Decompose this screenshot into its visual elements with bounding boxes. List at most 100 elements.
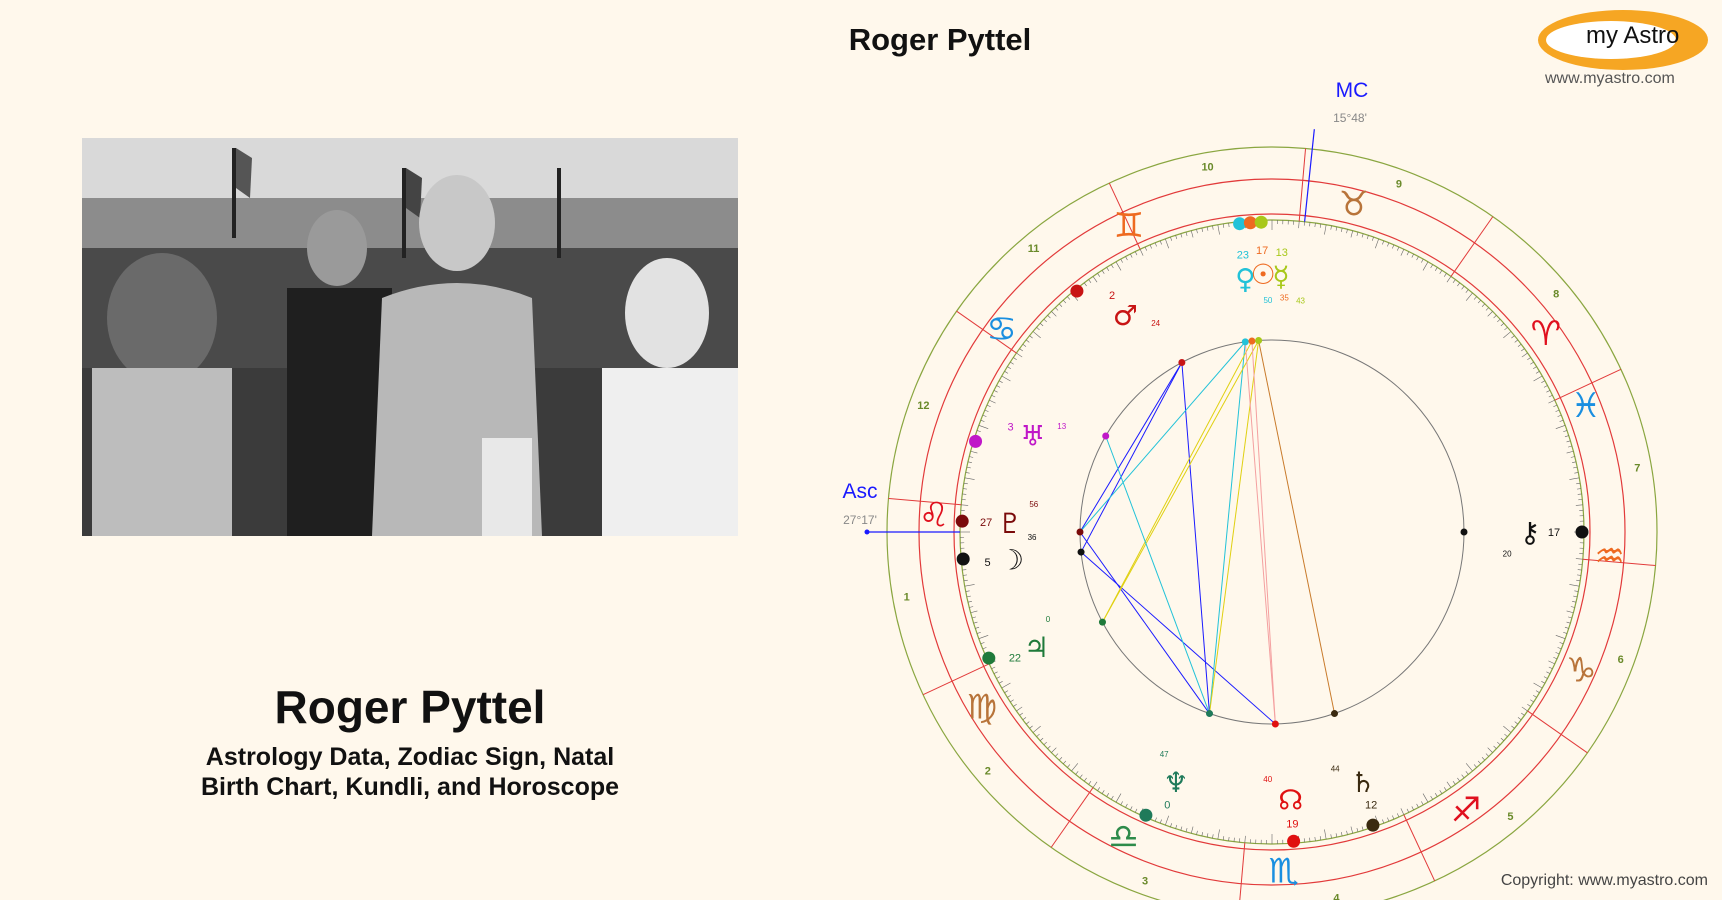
house-cusp-line bbox=[1554, 368, 1622, 401]
degree-tick bbox=[1010, 361, 1014, 365]
degree-tick bbox=[1416, 256, 1419, 261]
degree-tick bbox=[1106, 793, 1110, 797]
degree-tick bbox=[1411, 806, 1414, 811]
degree-tick bbox=[1569, 584, 1580, 587]
degree-tick bbox=[991, 666, 996, 670]
aspect-line bbox=[1080, 362, 1183, 553]
house-number: 12 bbox=[917, 400, 929, 412]
moon-degree: 5 bbox=[985, 557, 991, 569]
degree-tick bbox=[1517, 717, 1522, 721]
degree-tick bbox=[965, 472, 970, 474]
degree-tick bbox=[1443, 273, 1447, 277]
moon-minute: 36 bbox=[1028, 533, 1037, 542]
degree-tick bbox=[993, 671, 998, 674]
degree-tick bbox=[1350, 230, 1354, 238]
degree-tick bbox=[998, 681, 1003, 684]
degree-tick bbox=[1392, 244, 1395, 249]
sun-minute: 35 bbox=[1280, 293, 1289, 302]
copyright[interactable]: Copyright: www.myastro.com bbox=[1500, 872, 1708, 889]
degree-tick bbox=[1481, 303, 1486, 307]
degree-tick bbox=[1350, 826, 1354, 834]
degree-tick bbox=[962, 488, 968, 490]
house-cusp-line bbox=[1239, 842, 1246, 900]
mercury-ring-dot bbox=[1254, 215, 1268, 229]
degree-tick bbox=[1366, 235, 1369, 240]
degree-tick bbox=[1541, 681, 1546, 684]
house-cusp-line bbox=[1298, 148, 1307, 222]
saturn-icon: ♄ bbox=[1350, 766, 1375, 799]
subtitle-line-2: Birth Chart, Kundli, and Horoscope bbox=[200, 773, 620, 801]
myastro-logo[interactable]: my Astro bbox=[1538, 10, 1708, 70]
degree-tick bbox=[996, 676, 1001, 679]
house-cusp-line bbox=[922, 663, 990, 696]
degree-tick bbox=[1036, 733, 1040, 737]
degree-tick bbox=[1511, 335, 1515, 339]
degree-tick bbox=[1530, 361, 1534, 365]
degree-tick bbox=[1019, 712, 1023, 716]
degree-tick bbox=[1421, 258, 1424, 263]
degree-tick bbox=[1206, 833, 1209, 838]
degree-tick bbox=[1029, 725, 1033, 729]
degree-tick bbox=[1543, 676, 1548, 679]
libra-sign-icon: ♎ bbox=[1108, 817, 1138, 857]
degree-tick bbox=[1457, 777, 1461, 782]
logo-my: my bbox=[1586, 22, 1618, 49]
aspect-line bbox=[1102, 340, 1253, 623]
degree-tick bbox=[964, 477, 975, 480]
degree-tick bbox=[1422, 261, 1429, 271]
saturn-degree: 12 bbox=[1365, 800, 1377, 812]
mars-ring-dot bbox=[1070, 284, 1084, 298]
degree-tick bbox=[1541, 380, 1546, 383]
degree-tick bbox=[1504, 733, 1508, 737]
degree-tick bbox=[1548, 666, 1553, 670]
degree-tick bbox=[1457, 282, 1461, 287]
degree-tick bbox=[1500, 323, 1505, 327]
house-number: 1 bbox=[904, 591, 910, 603]
degree-tick bbox=[1575, 504, 1583, 506]
degree-tick bbox=[1340, 227, 1343, 232]
degree-tick bbox=[1051, 747, 1057, 753]
degree-tick bbox=[1485, 307, 1489, 311]
degree-tick bbox=[976, 430, 981, 433]
degree-tick bbox=[1016, 352, 1023, 358]
degree-tick bbox=[1387, 817, 1390, 822]
degree-tick bbox=[1533, 375, 1543, 382]
degree-tick bbox=[1101, 270, 1105, 274]
house-cusp-line bbox=[1050, 787, 1094, 848]
aquarius-sign-icon: ♒ bbox=[1594, 537, 1624, 577]
degree-tick bbox=[1406, 251, 1410, 256]
degree-tick bbox=[1314, 222, 1316, 228]
degree-tick bbox=[1120, 258, 1123, 263]
degree-tick bbox=[1196, 830, 1198, 835]
degree-tick bbox=[1149, 244, 1152, 249]
degree-tick bbox=[1527, 357, 1531, 361]
degree-tick bbox=[1397, 246, 1400, 251]
degree-tick bbox=[1548, 660, 1555, 665]
neptune-icon: ♆ bbox=[1163, 766, 1188, 799]
degree-tick bbox=[1001, 375, 1011, 382]
degree-tick bbox=[1382, 240, 1385, 245]
degree-tick bbox=[1503, 331, 1512, 339]
saturn-ring-dot bbox=[1366, 818, 1380, 832]
degree-tick bbox=[1159, 240, 1162, 245]
degree-tick bbox=[1120, 801, 1123, 806]
degree-tick bbox=[975, 626, 980, 629]
mercury-minute: 43 bbox=[1296, 297, 1305, 306]
degree-tick bbox=[998, 380, 1003, 383]
degree-tick bbox=[967, 600, 972, 603]
degree-tick bbox=[1481, 757, 1486, 761]
degree-tick bbox=[1473, 764, 1477, 768]
degree-tick bbox=[989, 399, 996, 404]
degree-tick bbox=[1190, 826, 1194, 834]
degree-tick bbox=[1032, 331, 1041, 339]
degree-tick bbox=[972, 616, 977, 619]
degree-tick bbox=[1493, 745, 1497, 749]
house-number: 9 bbox=[1396, 178, 1402, 190]
mercury-aspect-node bbox=[1255, 336, 1263, 344]
zodiac-signs: ♈♉♊♋♌♍♎♏♐♑♒♓ bbox=[919, 185, 1625, 892]
degree-tick bbox=[1036, 327, 1040, 331]
degree-tick bbox=[1022, 717, 1027, 721]
degree-tick bbox=[966, 466, 971, 469]
site-url[interactable]: www.myastro.com bbox=[1545, 70, 1675, 87]
degree-tick bbox=[1382, 819, 1385, 824]
